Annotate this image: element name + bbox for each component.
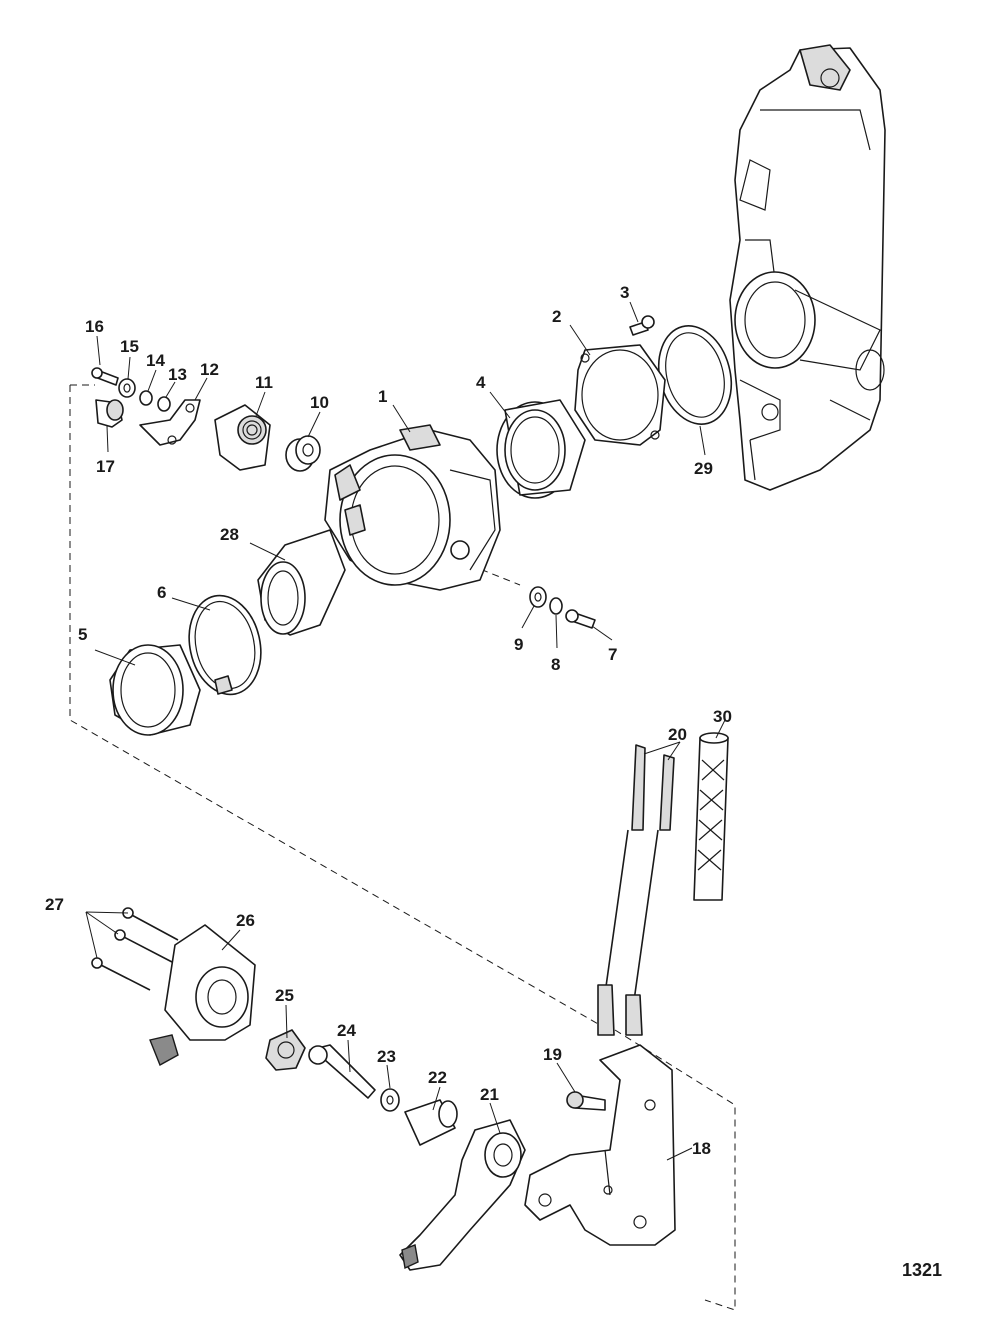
part-11-spring-assembly (214, 404, 271, 471)
part-13-washer (157, 396, 171, 412)
diagram-reference-number: 1321 (902, 1260, 942, 1280)
callout-24: 24 (337, 1021, 356, 1040)
part-5-coupler (109, 644, 201, 736)
callout-8: 8 (551, 655, 560, 674)
callout-6: 6 (157, 583, 166, 602)
assembly-boundary (69, 384, 736, 1311)
callout-4: 4 (476, 373, 486, 392)
part-1-throttle-body (324, 424, 501, 591)
callout-16: 16 (85, 317, 104, 336)
part-18-bracket (524, 1044, 676, 1246)
leader-lines (85, 301, 726, 1161)
callout-15: 15 (120, 337, 139, 356)
callout-3: 3 (620, 283, 629, 302)
callout-5: 5 (78, 625, 87, 644)
part-30-mesh-sleeve (693, 732, 729, 901)
part-8-washer (549, 597, 563, 615)
part-4-sleeve (496, 399, 586, 499)
part-28-funnel (257, 529, 346, 636)
part-24-shaft-bolt (308, 1044, 376, 1099)
part-21-throttle-lever (399, 1119, 526, 1271)
part-7-screw (565, 609, 596, 629)
part-15-nut (118, 378, 136, 398)
callout-26: 26 (236, 911, 255, 930)
callout-18: 18 (692, 1139, 711, 1158)
callout-11: 11 (255, 373, 273, 392)
callout-19: 19 (543, 1045, 562, 1064)
callout-23: 23 (377, 1047, 396, 1066)
callout-29: 29 (694, 459, 713, 478)
callout-14: 14 (146, 351, 165, 370)
callout-20: 20 (668, 725, 687, 744)
part-27-bolts (91, 907, 179, 991)
part-22-spacer (404, 1099, 458, 1146)
part-26-sensor (149, 924, 256, 1066)
part-19-screw (566, 1091, 606, 1111)
part-6-clamp (188, 594, 262, 696)
part-17-cap (95, 399, 124, 428)
part-20-cables (597, 744, 675, 1036)
callout-21: 21 (480, 1085, 499, 1104)
callout-10: 10 (310, 393, 329, 412)
part-12-lever (139, 399, 201, 446)
callout-30: 30 (713, 707, 732, 726)
callout-12: 12 (200, 360, 219, 379)
part-16-screw (91, 367, 119, 386)
callout-22: 22 (428, 1068, 447, 1087)
callout-28: 28 (220, 525, 239, 544)
part-25-retainer (265, 1029, 306, 1071)
callout-17: 17 (96, 457, 115, 476)
callout-1: 1 (378, 387, 387, 406)
callout-27: 27 (45, 895, 64, 914)
callout-2: 2 (552, 307, 561, 326)
part-14-washer (139, 390, 153, 406)
part-3-screw (629, 315, 655, 336)
callout-13: 13 (168, 365, 187, 384)
part-2-gasket (574, 344, 666, 446)
callout-labels: 1 2 3 4 5 6 7 8 9 10 11 12 13 14 15 16 1… (45, 283, 732, 1158)
manifold-housing (729, 44, 886, 491)
callout-9: 9 (514, 635, 523, 654)
part-23-washer (380, 1088, 400, 1112)
part-9-washer (529, 586, 547, 608)
callout-7: 7 (608, 645, 617, 664)
callout-25: 25 (275, 986, 294, 1005)
part-10-bushing (285, 435, 321, 472)
